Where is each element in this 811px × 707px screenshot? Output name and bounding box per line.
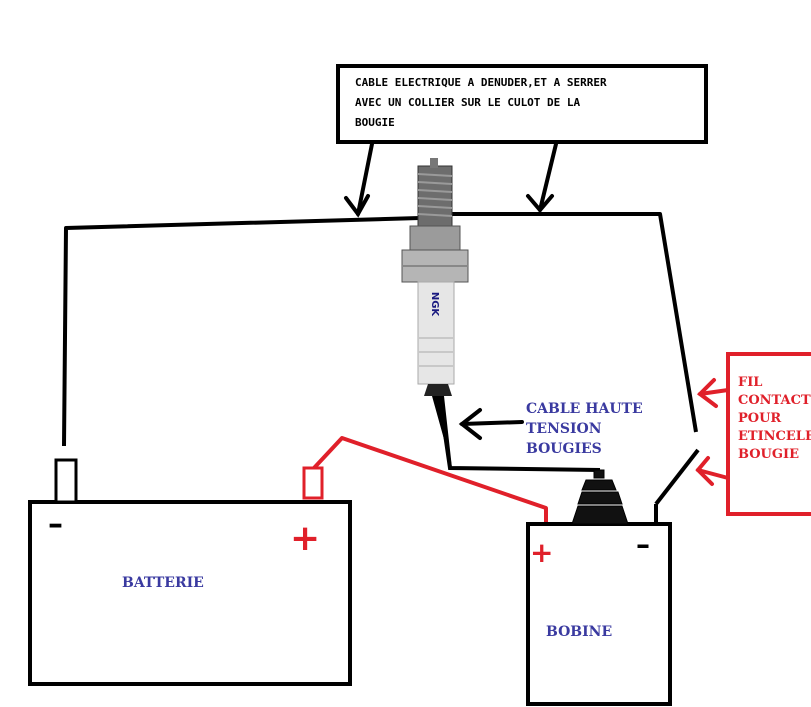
callout-ht-line-2: TENSION — [526, 421, 602, 437]
battery-minus-sign: – — [48, 507, 63, 542]
callout-contact-line-5: BOUGIE — [738, 447, 799, 462]
battery: – + BATTERIE — [28, 458, 352, 686]
battery-body — [28, 500, 352, 686]
callout-contact-line-3: POUR — [738, 411, 781, 426]
battery-plus-sign: + — [290, 518, 320, 559]
spark-plug: NGK — [401, 158, 469, 396]
coil: + – BOBINE — [526, 469, 672, 706]
callout-top-line-2: AVEC UN COLLIER SUR LE CULOT DE LA — [355, 96, 581, 109]
battery-positive-terminal — [302, 466, 324, 500]
arrow-ht-cable — [458, 408, 524, 440]
callout-ht-line-1: CABLE HAUTE — [526, 401, 643, 417]
callout-top-line-3: BOUGIE — [355, 116, 395, 129]
callout-top-box: CABLE ELECTRIQUE A DENUDER,ET A SERRER A… — [336, 64, 708, 144]
arrow-right-wire — [538, 142, 558, 212]
black-wires — [62, 212, 700, 524]
battery-negative-terminal — [54, 458, 78, 504]
coil-plus-sign: + — [530, 536, 553, 569]
wire-battery-negative-to-plug — [62, 216, 421, 447]
contact-switch-arm — [654, 448, 700, 506]
spark-plug-brand: NGK — [429, 292, 440, 318]
battery-label: BATTERIE — [122, 575, 204, 591]
coil-label: BOBINE — [546, 624, 612, 640]
coil-minus-sign: – — [636, 528, 650, 561]
callout-contact-line-4: ETINCELER — [738, 429, 811, 444]
callout-contact-line-2: CONTACT — [738, 393, 811, 408]
callout-top-line-1: CABLE ELECTRIQUE A DENUDER,ET A SERRER — [355, 76, 607, 89]
callout-contact-line-1: FIL — [738, 375, 762, 390]
callout-ht-line-3: BOUGIES — [526, 441, 602, 457]
callout-ht-label: CABLE HAUTE TENSION BOUGIES — [526, 401, 643, 457]
ht-cable — [426, 396, 601, 472]
coil-ht-tower — [571, 469, 629, 525]
callout-contact-box: FIL CONTACT POUR ETINCELER BOUGIE — [726, 352, 811, 516]
arrows-contact — [695, 378, 730, 486]
callout-top-arrows — [344, 142, 558, 218]
arrow-left-wire — [356, 142, 374, 216]
red-wire-battery-to-coil — [312, 436, 548, 524]
wire-plug-to-contact — [452, 212, 698, 433]
